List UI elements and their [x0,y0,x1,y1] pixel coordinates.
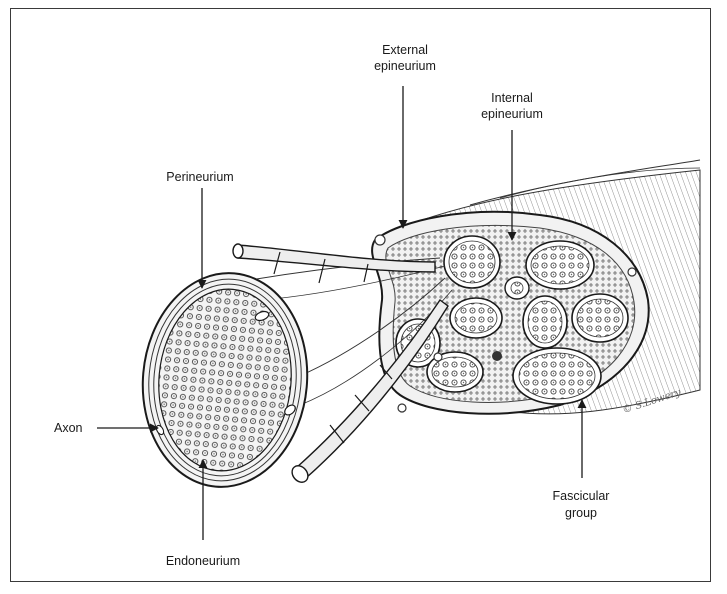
vessel [628,268,636,276]
vessel [375,235,385,245]
label-axon: Axon [54,421,83,435]
enlarged-fascicle [134,266,316,493]
fascicle [572,294,628,342]
fascicle [523,296,567,348]
label-fascicular-group-line2: group [565,506,597,520]
label-external-epineurium-line2: epineurium [374,59,436,73]
label-external-epineurium-line1: External [382,43,428,57]
fascicle [505,277,529,299]
label-internal-epineurium-line2: epineurium [481,107,543,121]
vessel [398,404,406,412]
label-perineurium: Perineurium [166,170,233,184]
label-endoneurium: Endoneurium [166,554,240,568]
fascicle [444,236,500,288]
label-internal-epineurium-line1: Internal [491,91,533,105]
vessel [434,353,442,361]
vessel [492,351,502,361]
fascicle [450,298,502,338]
fascicle [513,348,601,404]
label-fascicular-group-line1: Fascicular [553,489,610,503]
fascicle [526,241,594,289]
